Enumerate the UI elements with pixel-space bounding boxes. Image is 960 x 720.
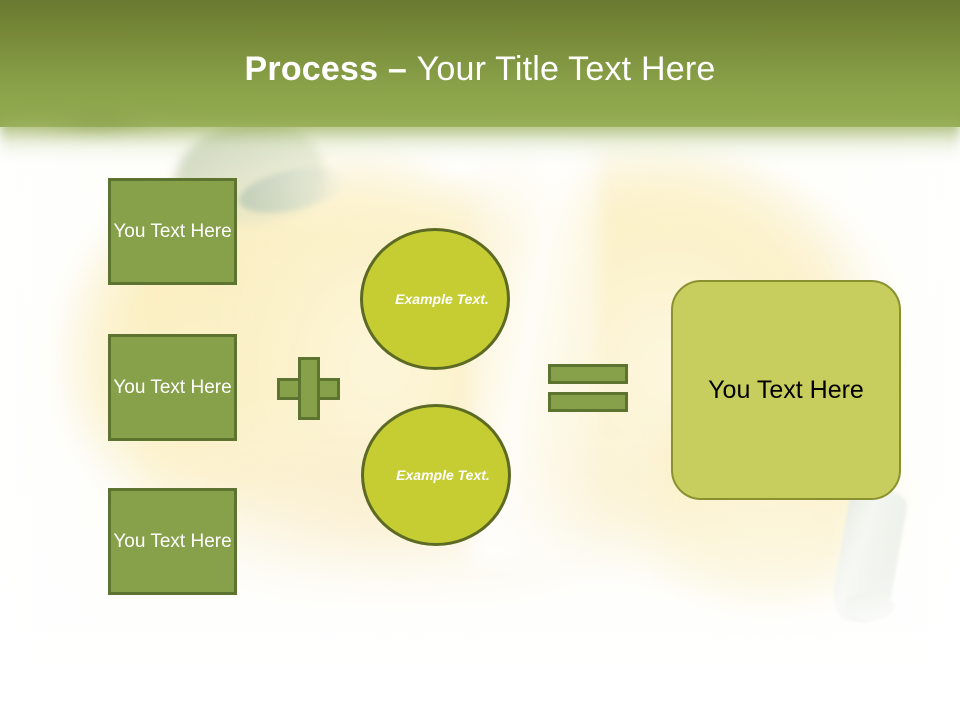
input-box-1-label: You Text Here	[113, 221, 232, 242]
page-title: Process – Your Title Text Here	[0, 47, 960, 91]
input-box-2[interactable]: You Text Here	[108, 334, 237, 441]
page-title-emphasis: Process	[244, 50, 379, 88]
page-title-dash: –	[378, 50, 417, 88]
example-circle-1[interactable]: Example Text.	[360, 228, 510, 370]
result-box-label: You Text Here	[708, 375, 864, 404]
input-box-3[interactable]: You Text Here	[108, 488, 237, 595]
header-feather-left	[0, 112, 330, 164]
header-band	[0, 0, 960, 127]
equals-icon	[548, 364, 628, 412]
plus-icon-center	[301, 381, 317, 397]
example-circle-2-label: Example Text.	[396, 467, 490, 483]
example-circle-2[interactable]: Example Text.	[361, 404, 511, 546]
input-box-3-label: You Text Here	[113, 531, 232, 552]
equals-icon-top-bar	[548, 364, 628, 384]
result-box[interactable]: You Text Here	[671, 280, 901, 500]
plus-icon	[277, 357, 340, 420]
input-box-1[interactable]: You Text Here	[108, 178, 237, 285]
example-circle-1-label: Example Text.	[395, 291, 489, 307]
page-title-rest: Your Title Text Here	[416, 50, 716, 88]
input-box-2-label: You Text Here	[113, 377, 232, 398]
equals-icon-bottom-bar	[548, 392, 628, 412]
